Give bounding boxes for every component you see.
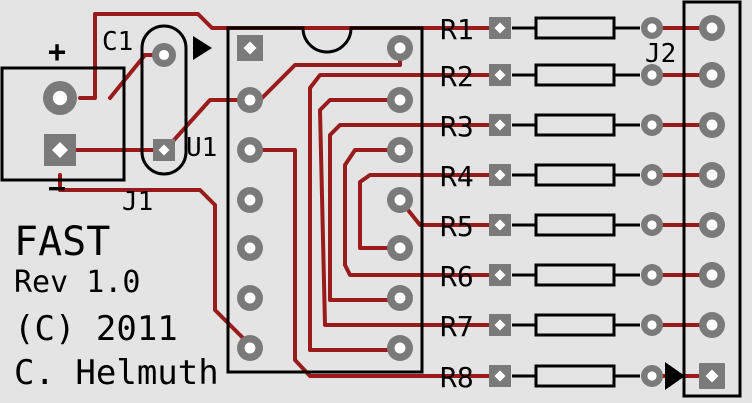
u1-pin-1 (237, 35, 263, 61)
resistor-1-pad-a (489, 17, 511, 39)
resistor-label-2: R2 (440, 60, 474, 93)
resistor-8-pad-b (641, 365, 663, 387)
u1-pin-left-2 (237, 87, 263, 113)
j1-label: J1 (122, 187, 153, 217)
resistor-label-4: R4 (440, 160, 474, 193)
j2-pin1-marker (665, 362, 685, 390)
j1-outline (0, 66, 126, 182)
silkscreen (0, 0, 742, 398)
resistor-7-pad-b (641, 314, 663, 336)
resistor-1 (489, 16, 663, 40)
c1-pin-1 (152, 43, 176, 67)
resistor-array (489, 16, 663, 388)
resistor-8 (489, 364, 663, 388)
resistor-5-pad-a (489, 214, 511, 236)
c1-outline (140, 24, 188, 176)
j2-pin-7 (699, 62, 725, 88)
c1-label: C1 (102, 27, 133, 57)
j2-pin-6 (699, 112, 725, 138)
j2-pin-4 (699, 212, 725, 238)
j2-pin-2 (699, 312, 725, 338)
u1-pin-right-2 (387, 87, 413, 113)
u1-pin-right-3 (387, 137, 413, 163)
trace-r6 (343, 148, 502, 277)
u1-label: U1 (186, 133, 217, 163)
resistor-7 (489, 313, 663, 337)
credit-revision: Rev 1.0 (14, 265, 140, 300)
u1-pin-right-1 (387, 35, 413, 61)
resistor-2 (489, 63, 663, 87)
credit-title: FAST (14, 219, 110, 265)
u1-pin-left-5 (237, 235, 263, 261)
j2-pin-1 (699, 363, 725, 389)
resistor-3-pad-a (489, 114, 511, 136)
u1-pin-right-7 (387, 335, 413, 361)
resistor-label-6: R6 (440, 260, 474, 293)
credit-author: C. Helmuth (14, 353, 219, 393)
copper-traces (58, 12, 714, 378)
resistor-7-pad-a (489, 314, 511, 336)
resistor-8-pad-a (489, 365, 511, 387)
j2-pin-8 (699, 15, 725, 41)
j2-outline (682, 0, 742, 398)
resistor-5-pad-b (641, 214, 663, 236)
resistor-1-pad-b (641, 17, 663, 39)
trace-j2-rows (650, 26, 714, 378)
u1-pin-left-4 (237, 187, 263, 213)
u1-pin-right-5 (387, 235, 413, 261)
u1-pin-left-3 (237, 137, 263, 163)
j2-label: J2 (645, 39, 676, 69)
resistor-4-pad-b (641, 164, 663, 186)
trace-j1-u1 (58, 173, 252, 347)
u1-pin-right-6 (387, 285, 413, 311)
resistor-6 (489, 263, 663, 287)
trace-r7 (318, 98, 502, 327)
resistor-6-pad-b (641, 264, 663, 286)
resistor-label-7: R7 (440, 310, 474, 343)
u1-pin-right-4 (387, 187, 413, 213)
resistor-4-pad-a (489, 164, 511, 186)
resistor-2-pad-b (641, 64, 663, 86)
u1-pin-left-6 (237, 285, 263, 311)
j1-pin-plus (43, 81, 77, 115)
j1-plus-label: + (48, 35, 66, 70)
j1-minus-label: − (48, 171, 66, 206)
resistor-3-pad-b (641, 114, 663, 136)
resistor-label-8: R8 (440, 361, 474, 394)
credit-copyright: (C) 2011 (14, 309, 178, 349)
trace-u1-r8 (248, 148, 502, 378)
trace-c1-u1 (163, 46, 402, 152)
resistor-label-3: R3 (440, 110, 474, 143)
c1-polarity-marker (193, 36, 212, 60)
resistor-label-5: R5 (440, 210, 474, 243)
j1-pin-minus (44, 134, 76, 166)
u1-outline (226, 26, 424, 374)
resistor-4 (489, 163, 663, 187)
trace-r4 (358, 173, 502, 250)
j2-pin-3 (699, 262, 725, 288)
resistor-2-pad-a (489, 64, 511, 86)
c1-pin-2 (153, 139, 175, 161)
resistor-label-1: R1 (440, 13, 474, 46)
u1-pin-left-7 (237, 335, 263, 361)
trace-r2 (308, 73, 502, 352)
trace-r3 (328, 123, 502, 302)
resistor-3 (489, 113, 663, 137)
j2-pin-5 (699, 162, 725, 188)
pads (43, 15, 725, 389)
resistor-6-pad-a (489, 264, 511, 286)
resistor-5 (489, 213, 663, 237)
